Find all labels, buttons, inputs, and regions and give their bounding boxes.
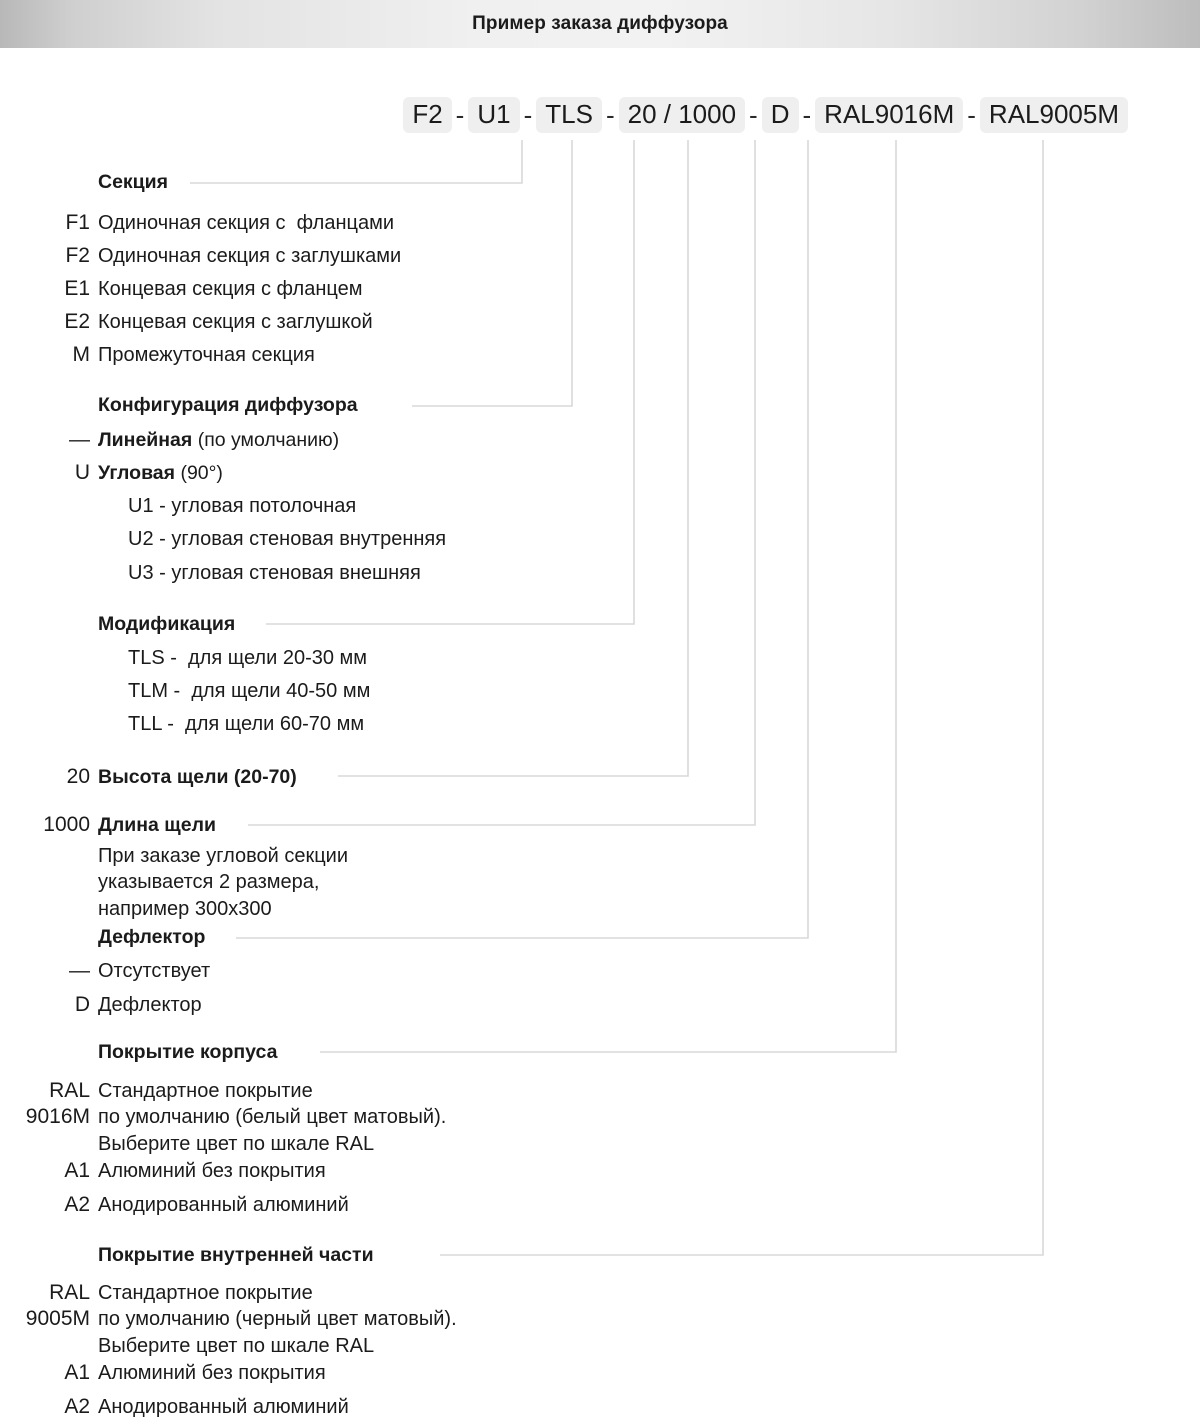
option-label: Анодированный алюминий bbox=[98, 1194, 349, 1216]
order-code-string: F2 - U1 - TLS - 20 / 1000 - D - RAL9016M… bbox=[0, 95, 1200, 135]
list-item[interactable]: E2 Концевая секция с заглушкой bbox=[0, 309, 373, 335]
option-code: E2 bbox=[64, 310, 90, 333]
option-label: TLM - для щели 40-50 мм bbox=[128, 680, 371, 702]
section-heading-config: Конфигурация диффузора bbox=[0, 393, 358, 417]
section-title: Дефлектор bbox=[98, 926, 206, 948]
option-code: 1000 bbox=[43, 813, 90, 836]
option-label: Одиночная секция с фланцами bbox=[98, 212, 395, 234]
code-separator: - bbox=[802, 99, 812, 130]
option-label: U3 - угловая стеновая внешняя bbox=[128, 562, 421, 584]
section-heading-modification: Модификация bbox=[0, 612, 235, 636]
leader-config bbox=[412, 140, 573, 407]
section-title: Покрытие внутренней части bbox=[98, 1244, 374, 1266]
option-label: Концевая секция с фланцем bbox=[98, 278, 363, 300]
option-code: U bbox=[74, 461, 90, 484]
option-label: Линейная bbox=[98, 429, 193, 451]
leader-section bbox=[190, 140, 523, 184]
option-code: M bbox=[72, 343, 91, 366]
option-label: TLL - для щели 60-70 мм bbox=[128, 713, 365, 735]
option-code: A2 bbox=[64, 1193, 90, 1216]
list-item[interactable]: A2 Анодированный алюминий bbox=[0, 1394, 349, 1420]
option-code: A1 bbox=[64, 1361, 90, 1384]
list-item[interactable]: TLL - для щели 60-70 мм bbox=[0, 712, 364, 737]
list-item[interactable]: A2 Анодированный алюминий bbox=[0, 1192, 349, 1218]
option-code: F1 bbox=[65, 211, 90, 234]
option-code: 20 bbox=[66, 765, 90, 788]
section-heading-inner-coating: Покрытие внутренней части bbox=[0, 1243, 374, 1267]
list-item: При заказе угловой секции указывается 2 … bbox=[0, 843, 348, 922]
leader-body-coating bbox=[320, 140, 897, 1053]
list-item[interactable]: A1 Алюминий без покрытия bbox=[0, 1360, 326, 1386]
option-label: Стандартное покрытие по умолчанию (черны… bbox=[98, 1282, 457, 1357]
option-label: Отсутствует bbox=[98, 960, 211, 982]
code-token-size[interactable]: 20 / 1000 bbox=[618, 97, 746, 133]
list-item[interactable]: TLS - для щели 20-30 мм bbox=[0, 646, 367, 671]
list-item[interactable]: D Дефлектор bbox=[0, 992, 202, 1018]
code-token-deflector[interactable]: D bbox=[761, 97, 799, 133]
list-item[interactable]: E1 Концевая секция с фланцем bbox=[0, 276, 362, 302]
option-label: Промежуточная секция bbox=[98, 344, 315, 366]
list-item[interactable]: U1 - угловая потолочная bbox=[0, 494, 356, 519]
section-title: Секция bbox=[98, 171, 169, 193]
option-code: RAL 9016M bbox=[25, 1079, 90, 1129]
list-item[interactable]: U Угловая (90°) bbox=[0, 460, 223, 486]
option-label: U1 - угловая потолочная bbox=[128, 495, 357, 517]
code-token-inner-coating[interactable]: RAL9005M bbox=[979, 97, 1128, 133]
page-header-bar: Пример заказа диффузора bbox=[0, 0, 1200, 48]
section-heading-deflector: Дефлектор bbox=[0, 925, 205, 949]
list-item[interactable]: U2 - угловая стеновая внутренняя bbox=[0, 527, 446, 552]
section-title: Длина щели bbox=[98, 814, 216, 836]
list-item[interactable]: — Линейная (по умолчанию) bbox=[0, 427, 339, 453]
option-label: Алюминий без покрытия bbox=[98, 1362, 326, 1384]
code-token-section[interactable]: F2 bbox=[403, 97, 452, 133]
section-title: Высота щели (20-70) bbox=[98, 766, 297, 788]
code-separator: - bbox=[455, 99, 465, 130]
list-item[interactable]: — Отсутствует bbox=[0, 958, 210, 984]
list-item[interactable]: RAL 9016M Стандартное покрытие по умолча… bbox=[0, 1078, 447, 1157]
section-heading-section: Секция bbox=[0, 170, 168, 194]
option-label: U2 - угловая стеновая внутренняя bbox=[128, 528, 447, 550]
option-label: Дефлектор bbox=[98, 994, 202, 1016]
option-label: Алюминий без покрытия bbox=[98, 1160, 326, 1182]
section-title: Модификация bbox=[98, 613, 236, 635]
slot-length-note: При заказе угловой секции указывается 2 … bbox=[98, 845, 349, 920]
code-separator: - bbox=[967, 99, 976, 130]
option-code: RAL 9005M bbox=[25, 1281, 90, 1331]
option-code: — bbox=[69, 959, 90, 982]
list-item[interactable]: RAL 9005M Стандартное покрытие по умолча… bbox=[0, 1280, 457, 1359]
code-token-body-coating[interactable]: RAL9016M bbox=[815, 97, 964, 133]
option-code: E1 bbox=[64, 277, 90, 300]
option-code: A1 bbox=[64, 1159, 90, 1182]
code-token-config[interactable]: U1 bbox=[468, 97, 520, 133]
option-label: Одиночная секция с заглушками bbox=[98, 245, 402, 267]
code-separator: - bbox=[749, 99, 758, 130]
list-item[interactable]: F1 Одиночная секция с фланцами bbox=[0, 210, 394, 236]
option-note: (по умолчанию) bbox=[192, 429, 340, 451]
leader-inner-coating bbox=[440, 140, 1044, 1256]
code-separator: - bbox=[605, 99, 615, 130]
list-item[interactable]: A1 Алюминий без покрытия bbox=[0, 1158, 326, 1184]
option-note: (90°) bbox=[175, 462, 223, 484]
option-code: D bbox=[74, 993, 90, 1016]
section-title: Конфигурация диффузора bbox=[98, 394, 358, 416]
option-label: Стандартное покрытие по умолчанию (белый… bbox=[98, 1080, 447, 1155]
code-token-modification[interactable]: TLS bbox=[536, 97, 602, 133]
list-item[interactable]: F2 Одиночная секция с заглушками bbox=[0, 243, 401, 269]
option-label: Анодированный алюминий bbox=[98, 1396, 349, 1418]
section-heading-body-coating: Покрытие корпуса bbox=[0, 1040, 277, 1064]
section-heading-slot-height: 20 Высота щели (20-70) bbox=[0, 764, 297, 790]
option-code: A2 bbox=[64, 1395, 90, 1418]
page-title: Пример заказа диффузора bbox=[472, 13, 728, 34]
option-label: Концевая секция с заглушкой bbox=[98, 311, 373, 333]
option-label: Угловая bbox=[98, 462, 176, 484]
list-item[interactable]: M Промежуточная секция bbox=[0, 342, 315, 368]
option-code: F2 bbox=[65, 244, 90, 267]
list-item[interactable]: TLM - для щели 40-50 мм bbox=[0, 679, 370, 704]
section-heading-slot-length: 1000 Длина щели bbox=[0, 812, 216, 838]
list-item[interactable]: U3 - угловая стеновая внешняя bbox=[0, 561, 421, 586]
option-code: — bbox=[69, 428, 90, 451]
section-title: Покрытие корпуса bbox=[98, 1041, 278, 1063]
code-separator: - bbox=[523, 99, 533, 130]
option-label: TLS - для щели 20-30 мм bbox=[128, 647, 368, 669]
